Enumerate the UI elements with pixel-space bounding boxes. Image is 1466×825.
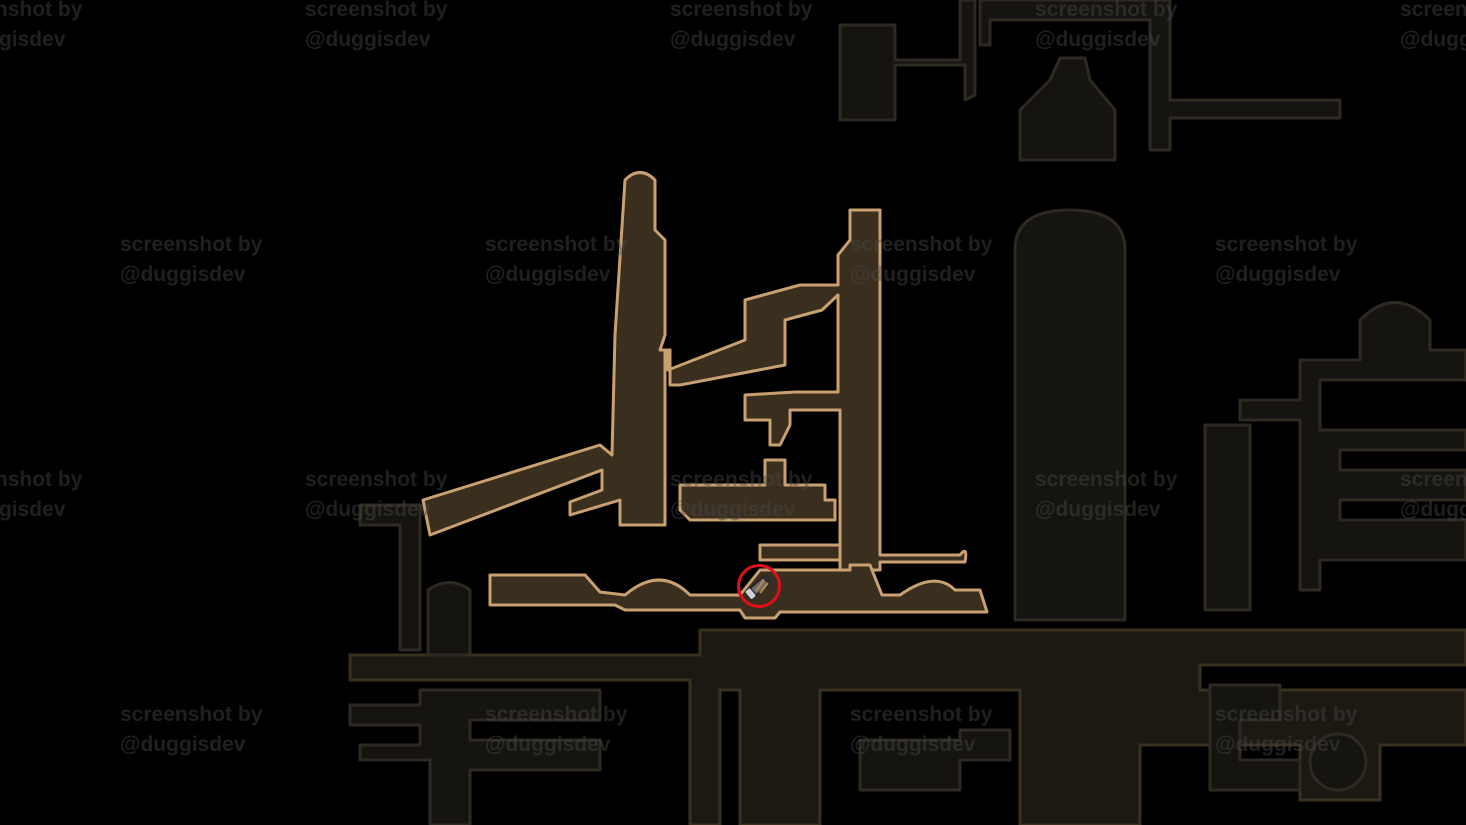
watermark-line2: @duggisdev <box>1215 733 1341 756</box>
watermark: screenshot by @duggisdev <box>1215 700 1357 760</box>
watermark: screenshot by @duggisdev <box>850 700 992 760</box>
watermark-line2: @duggisdev <box>670 28 796 51</box>
watermark-line1: screenshot by <box>305 468 448 491</box>
watermark-line1: screenshot by <box>670 0 813 21</box>
watermark-line2: @duggisdev <box>0 28 66 51</box>
watermark-line1: screenshot by <box>1215 703 1358 726</box>
watermark: screenshot by @duggisdev <box>1035 0 1177 55</box>
watermark-line2: @duggisdev <box>1215 263 1341 286</box>
watermark: screenshot by @duggisdev <box>1215 230 1357 290</box>
watermark: screenshot by @duggisdev <box>1035 465 1177 525</box>
watermark-line1: screenshot by <box>1035 468 1178 491</box>
watermark: screenshot by @duggisdev <box>1400 465 1466 525</box>
watermark-line2: @duggisdev <box>305 498 431 521</box>
watermark: screenshot by @duggisdev <box>305 465 447 525</box>
watermark-line2: @duggisdev <box>1035 28 1161 51</box>
watermark-line2: @duggisdev <box>485 733 611 756</box>
watermark: screenshot by @duggisdev <box>850 230 992 290</box>
watermark-line1: screenshot by <box>1035 0 1178 21</box>
watermark-line2: @duggisdev <box>305 28 431 51</box>
watermark: screenshot by @duggisdev <box>485 700 627 760</box>
watermark: screenshot by @duggisdev <box>0 0 82 55</box>
watermark-line2: @duggisdev <box>1400 28 1466 51</box>
watermark-line2: @duggisdev <box>850 733 976 756</box>
unexplored-rooms <box>348 0 1466 825</box>
watermark-line1: screenshot by <box>305 0 448 21</box>
map-marker-highlight[interactable] <box>737 564 781 608</box>
watermark-line2: @duggisdev <box>120 733 246 756</box>
watermark-line1: screenshot by <box>485 703 628 726</box>
watermark-line2: @duggisdev <box>850 263 976 286</box>
explored-rooms <box>421 171 989 620</box>
watermark-line1: screenshot by <box>485 233 628 256</box>
watermark-line2: @duggisdev <box>485 263 611 286</box>
watermark-line1: screenshot by <box>0 0 83 21</box>
watermark: screenshot by @duggisdev <box>305 0 447 55</box>
watermark-line1: screenshot by <box>0 468 83 491</box>
watermark: screenshot by @duggisdev <box>670 0 812 55</box>
watermark-line2: @duggisdev <box>0 498 66 521</box>
watermark: screenshot by @duggisdev <box>670 465 812 525</box>
watermark-line1: screenshot by <box>1400 0 1466 21</box>
watermark-line1: screenshot by <box>120 233 263 256</box>
watermark: screenshot by @duggisdev <box>0 465 82 525</box>
watermark: screenshot by @duggisdev <box>1400 0 1466 55</box>
watermark-line1: screenshot by <box>850 233 993 256</box>
watermark-line2: @duggisdev <box>1400 498 1466 521</box>
watermark-line1: screenshot by <box>1400 468 1466 491</box>
watermark-line1: screenshot by <box>670 468 813 491</box>
watermark-line1: screenshot by <box>850 703 993 726</box>
watermark-line1: screenshot by <box>120 703 263 726</box>
watermark-line2: @duggisdev <box>120 263 246 286</box>
telescope-icon <box>744 574 773 600</box>
watermark: screenshot by @duggisdev <box>120 230 262 290</box>
watermark: screenshot by @duggisdev <box>120 700 262 760</box>
watermark-line2: @duggisdev <box>670 498 796 521</box>
watermark-line1: screenshot by <box>1215 233 1358 256</box>
watermark: screenshot by @duggisdev <box>485 230 627 290</box>
watermark-line2: @duggisdev <box>1035 498 1161 521</box>
